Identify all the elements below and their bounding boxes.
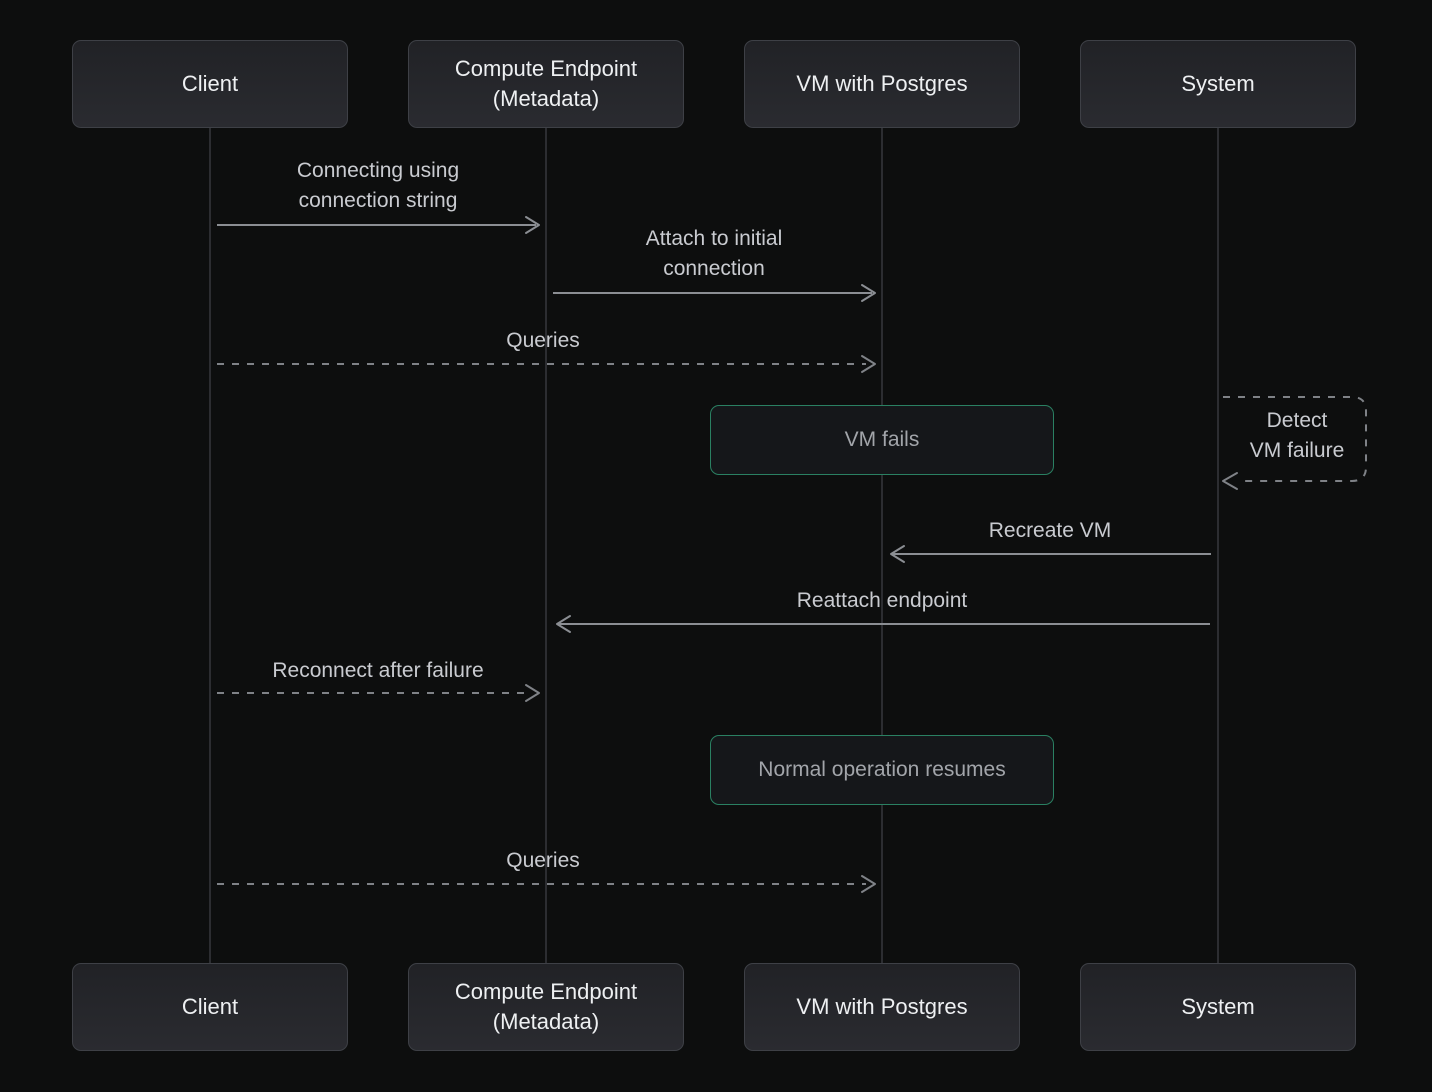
lifeline-vm-with-postgres <box>881 128 883 964</box>
arrow-recreate-vm <box>890 545 1211 563</box>
message-label-connecting: Connecting using connection string <box>296 159 460 212</box>
actor-label: Compute Endpoint (Metadata) <box>454 56 638 111</box>
message-label-queries-initial: Queries <box>506 329 580 352</box>
note-vm-fails: VM fails <box>710 405 1054 475</box>
actor-label: System <box>1181 994 1255 1019</box>
arrow-right-icon <box>861 875 876 893</box>
actor-label: System <box>1181 71 1255 96</box>
actor-top-system: System <box>1080 40 1356 128</box>
actor-label: Compute Endpoint (Metadata) <box>454 979 638 1034</box>
message-label-queries-resumed: Queries <box>506 849 580 872</box>
actor-bottom-compute-endpoint: Compute Endpoint (Metadata) <box>408 963 684 1051</box>
message-label-recreate-vm: Recreate VM <box>988 519 1112 542</box>
lifeline-system <box>1217 128 1219 964</box>
arrow-queries-resumed <box>217 875 876 893</box>
actor-label: Client <box>181 994 239 1019</box>
arrow-right-icon <box>861 284 876 302</box>
actor-top-compute-endpoint: Compute Endpoint (Metadata) <box>408 40 684 128</box>
arrow-queries-initial <box>217 355 876 373</box>
arrow-reattach-endpoint <box>556 615 1210 633</box>
actor-bottom-vm-with-postgres: VM with Postgres <box>744 963 1020 1051</box>
actor-top-client: Client <box>72 40 348 128</box>
arrow-left-icon <box>556 615 571 633</box>
arrow-reconnect <box>217 684 540 702</box>
actor-label: VM with Postgres <box>796 994 968 1019</box>
self-message-detect-vm-failure <box>1222 396 1367 490</box>
lifeline-compute-endpoint <box>545 128 547 964</box>
arrow-right-icon <box>861 355 876 373</box>
self-message-label-detect-vm-failure: Detect VM failure <box>1249 409 1345 462</box>
actor-bottom-client: Client <box>72 963 348 1051</box>
actor-label: VM with Postgres <box>796 71 968 96</box>
arrow-left-icon <box>1222 472 1238 490</box>
arrow-right-icon <box>525 684 540 702</box>
note-vm-fails-label: VM fails <box>844 428 920 451</box>
actor-top-vm-with-postgres: VM with Postgres <box>744 40 1020 128</box>
arrow-left-icon <box>890 545 905 563</box>
actor-bottom-system: System <box>1080 963 1356 1051</box>
lifeline-client <box>209 128 211 964</box>
message-label-reconnect: Reconnect after failure <box>272 659 484 682</box>
note-normal-operation-resumes: Normal operation resumes <box>710 735 1054 805</box>
message-label-attach: Attach to initial connection <box>645 227 783 280</box>
arrow-attach <box>553 284 876 302</box>
arrow-right-icon <box>525 216 540 234</box>
actor-label: Client <box>181 71 239 96</box>
note-normal-operation-resumes-label: Normal operation resumes <box>758 758 1006 781</box>
arrow-connecting <box>217 216 540 234</box>
message-label-reattach-endpoint: Reattach endpoint <box>796 589 968 612</box>
